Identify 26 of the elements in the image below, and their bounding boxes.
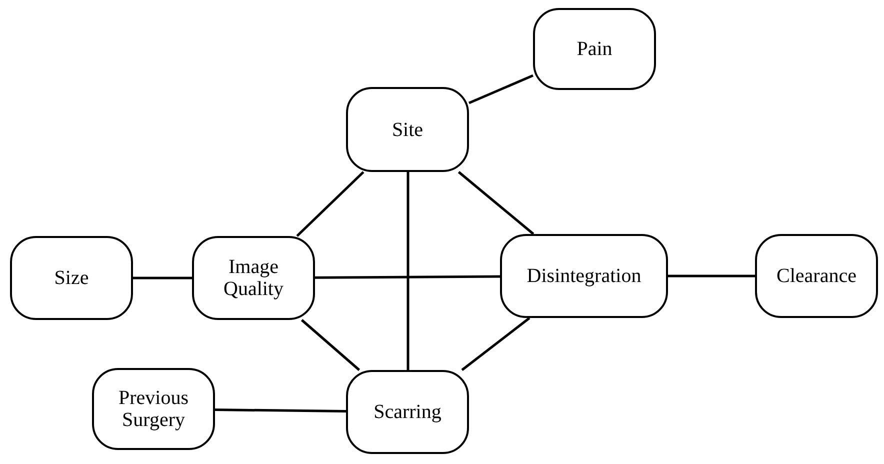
- node-label: Previous Surgery: [118, 387, 190, 431]
- node-label: Size: [54, 267, 89, 289]
- connector-line: [296, 171, 364, 237]
- rounded-box: [500, 234, 668, 318]
- connector-line: [214, 408, 346, 413]
- connector-line: [458, 171, 534, 235]
- connector-line: [300, 319, 360, 371]
- connector-line: [406, 172, 410, 370]
- node-label: Site: [392, 118, 424, 140]
- connector-line: [133, 276, 192, 280]
- rounded-box: [533, 8, 656, 90]
- rounded-box: [755, 234, 878, 318]
- rounded-box: [10, 236, 133, 320]
- rounded-box: [346, 370, 469, 454]
- rounded-box: [192, 236, 315, 320]
- rounded-box: [346, 87, 469, 172]
- node-label: Clearance: [776, 265, 856, 287]
- connector-line: [468, 74, 534, 104]
- node-label: Pain: [576, 38, 612, 60]
- node-label: Image Quality: [222, 256, 284, 300]
- connector-line: [315, 275, 500, 279]
- node-label: Scarring: [374, 401, 442, 423]
- rounded-box: [92, 368, 215, 450]
- node-label: Disintegration: [526, 265, 642, 287]
- connector-line: [668, 274, 755, 278]
- connector-line: [461, 317, 530, 371]
